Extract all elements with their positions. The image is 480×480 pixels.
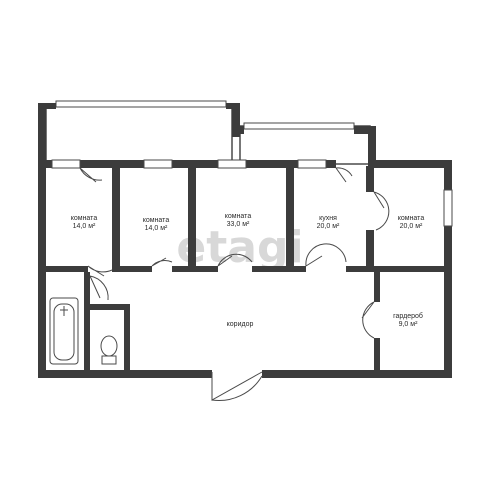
toilet-tank <box>101 355 117 365</box>
room3-area: 33,0 м² <box>227 221 250 228</box>
wall-bottom-right <box>262 370 452 378</box>
window-room2 <box>143 159 173 169</box>
kitchen-name: кухня <box>319 215 337 222</box>
bathtub-outer <box>49 297 79 365</box>
wall-bath-right <box>84 272 90 370</box>
wall-wardrobe-upper <box>374 272 380 302</box>
door-room2 <box>151 257 173 267</box>
bathtub-tap <box>60 306 68 316</box>
wall-kitchen-room4-bottom <box>346 266 444 272</box>
wall-kitchen-room4-upper <box>366 166 374 192</box>
wall-left <box>38 103 46 378</box>
wall-right <box>444 160 452 378</box>
wall-kitchen-room4-lower <box>366 230 374 270</box>
doors <box>79 167 390 401</box>
door-balcony-room1 <box>79 167 103 183</box>
corridor-name: коридор <box>227 321 254 328</box>
door-kitchen <box>305 243 347 267</box>
wall-room3-bottom-a <box>172 266 218 272</box>
balcony-window-right <box>243 122 355 130</box>
window-kitchen <box>297 159 327 169</box>
door-room4 <box>373 191 390 231</box>
wall-bottom-left <box>38 370 212 378</box>
toilet <box>100 335 118 365</box>
wall-room1-bottom <box>46 266 88 272</box>
room2-area: 14,0 м² <box>145 225 168 232</box>
toilet-bowl <box>100 335 118 357</box>
door-wardrobe <box>361 301 375 339</box>
room2-name: комнатa <box>143 217 170 224</box>
wall-wc-top <box>90 304 130 310</box>
wall-seg <box>326 160 336 168</box>
wall-room2-bottom <box>112 266 152 272</box>
window-room3 <box>217 159 247 169</box>
door-bathroom <box>89 275 109 301</box>
room4-area: 20,0 м² <box>400 223 423 230</box>
balcony-left <box>45 103 233 163</box>
wall-seg <box>246 160 298 168</box>
wall-room4-top <box>368 160 452 168</box>
wall-wardrobe-lower <box>374 338 380 370</box>
room1-area: 14,0 м² <box>73 223 96 230</box>
window-room1 <box>51 159 81 169</box>
wall-seg <box>46 160 52 168</box>
door-entrance <box>211 371 263 401</box>
balcony-window-left <box>55 100 227 108</box>
wardrobe-area: 9,0 м² <box>399 321 418 328</box>
wall-top-left-stub <box>38 103 56 109</box>
door-room1 <box>87 265 113 277</box>
kitchen-area: 20,0 м² <box>317 223 340 230</box>
wall-right-upper <box>368 126 376 166</box>
wall-room3-bottom-b <box>252 266 306 272</box>
window-room4 <box>443 189 453 227</box>
balcony-windows <box>55 100 355 130</box>
room4-name: комнатa <box>398 215 425 222</box>
wall-room1-room2 <box>112 160 120 270</box>
door-kitchen-balcony <box>335 167 353 183</box>
wardrobe-name: гардероб <box>393 312 423 320</box>
outer-walls <box>38 103 452 378</box>
watermark: etagi <box>176 222 303 273</box>
balconies <box>45 103 371 165</box>
room1-name: комнатa <box>71 215 98 222</box>
room-labels: комнатa 14,0 м² комнатa 14,0 м² комнатa … <box>71 213 425 328</box>
wall-step-top <box>232 126 244 134</box>
wall-top-right-stub <box>354 126 376 134</box>
bathtub-inner <box>53 303 75 361</box>
balcony-right <box>239 125 371 165</box>
room-windows <box>51 159 453 227</box>
wall-wc-right <box>124 310 130 370</box>
wall-room2-room3 <box>188 160 196 270</box>
wall-room3-kitchen <box>286 160 294 270</box>
wall-step-left <box>232 103 240 137</box>
bathtub <box>49 297 79 365</box>
interior-walls <box>46 160 444 370</box>
door-room3 <box>217 253 253 267</box>
room3-name: комнатa <box>225 213 252 220</box>
